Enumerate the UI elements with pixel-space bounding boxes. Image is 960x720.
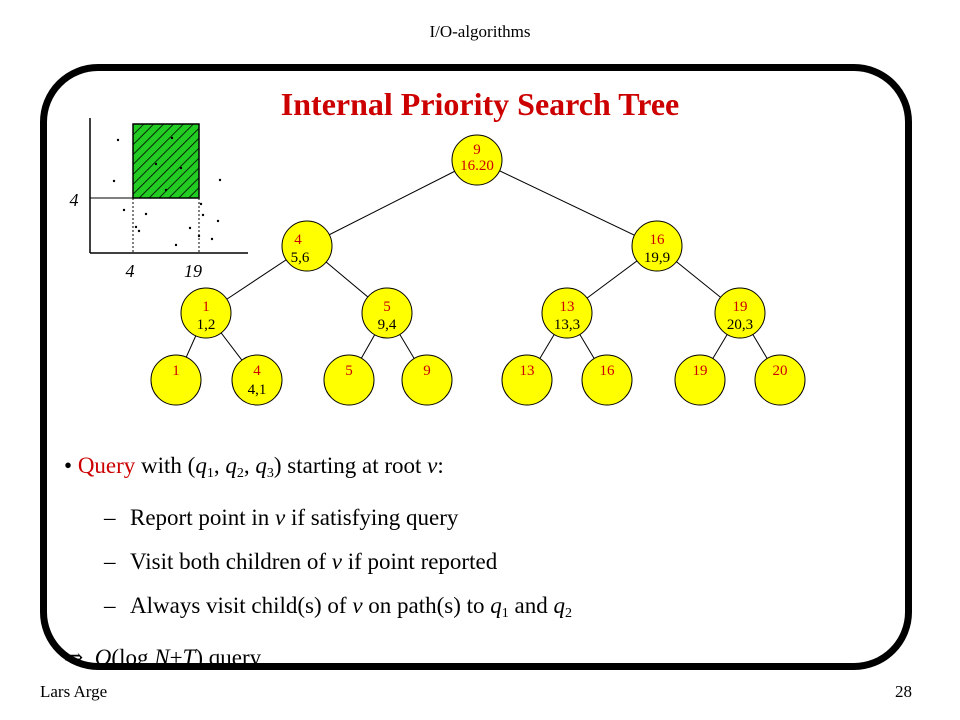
sub-bullet-visit-both: –Visit both children of v if point repor…: [104, 549, 498, 574]
tree-leaf-4: 9: [401, 354, 453, 406]
tree-node-root: 9 16.20: [451, 134, 503, 186]
tree-leaf-1: 1: [150, 354, 202, 406]
node-point: 9,4: [378, 317, 397, 333]
node-point: 19,9: [644, 250, 670, 266]
node-key: 5: [383, 299, 391, 315]
node-key: 13: [560, 299, 575, 315]
tree-leaf-5: 13: [501, 354, 553, 406]
tree-node-r1: 16 19,9: [631, 220, 683, 272]
tree-node-rr: 19 20,3: [714, 287, 766, 339]
node-key: 20: [773, 363, 788, 379]
query-word: Query: [77, 453, 136, 478]
node-point: 5,6: [291, 250, 310, 266]
query-region: [132, 123, 200, 199]
node-point: 4,1: [248, 382, 267, 398]
tree-nodes: 9 16.20 4 5,6 16 19,9 1 1,2 5 9,4 13 13,…: [150, 134, 806, 406]
plot-x-label-right: 19: [184, 261, 202, 281]
query-plot: 4 4 19: [70, 118, 248, 281]
plot-y-label: 4: [70, 190, 79, 210]
node-key: 4: [253, 363, 261, 379]
bullet-dot: •: [64, 453, 78, 478]
tree-leaf-2: 4 4,1: [231, 354, 283, 406]
sub-bullet-always-visit: –Always visit child(s) of v on path(s) t…: [104, 593, 573, 621]
footer-page-number: 28: [895, 682, 912, 701]
slide-title: Internal Priority Search Tree: [280, 86, 680, 122]
tree-node-ll: 1 1,2: [180, 287, 232, 339]
node-key: 13: [520, 363, 535, 379]
node-key: 4: [294, 232, 302, 248]
node-key: 1: [202, 299, 210, 315]
conclusion-line: ⇒ O(log N+T) query: [64, 645, 262, 670]
implies-symbol: ⇒: [64, 645, 84, 670]
tree-node-l1: 4 5,6: [281, 220, 333, 272]
node-key: 5: [345, 363, 353, 379]
bullet-query: • Query with (q1, q2, q3) starting at ro…: [64, 453, 444, 481]
tree-node-lr: 5 9,4: [361, 287, 413, 339]
node-point: 13,3: [554, 317, 580, 333]
slide-header: I/O-algorithms: [429, 22, 531, 41]
node-key: 16: [650, 232, 666, 248]
tree-node-rl: 13 13,3: [541, 287, 593, 339]
bullet-list: • Query with (q1, q2, q3) starting at ro…: [64, 444, 572, 680]
node-point: 16.20: [460, 158, 494, 174]
node-key: 19: [693, 363, 708, 379]
sub-bullet-report: –Report point in v if satisfying query: [104, 505, 459, 530]
plot-x-label-left: 4: [126, 261, 135, 281]
tree-leaf-8: 20: [754, 354, 806, 406]
node-key: 9: [473, 142, 481, 158]
plot-points: [112, 136, 222, 247]
footer-author: Lars Arge: [40, 682, 108, 701]
tree-leaf-6: 16: [581, 354, 633, 406]
slide-frame: [40, 64, 912, 670]
node-key: 9: [423, 363, 431, 379]
node-point: 1,2: [197, 317, 216, 333]
node-key: 19: [733, 299, 748, 315]
tree-leaf-7: 19: [674, 354, 726, 406]
node-key: 1: [172, 363, 180, 379]
tree-edges: [175, 159, 781, 381]
node-point: 20,3: [727, 317, 753, 333]
tree-leaf-3: 5: [323, 354, 375, 406]
node-key: 16: [600, 363, 616, 379]
